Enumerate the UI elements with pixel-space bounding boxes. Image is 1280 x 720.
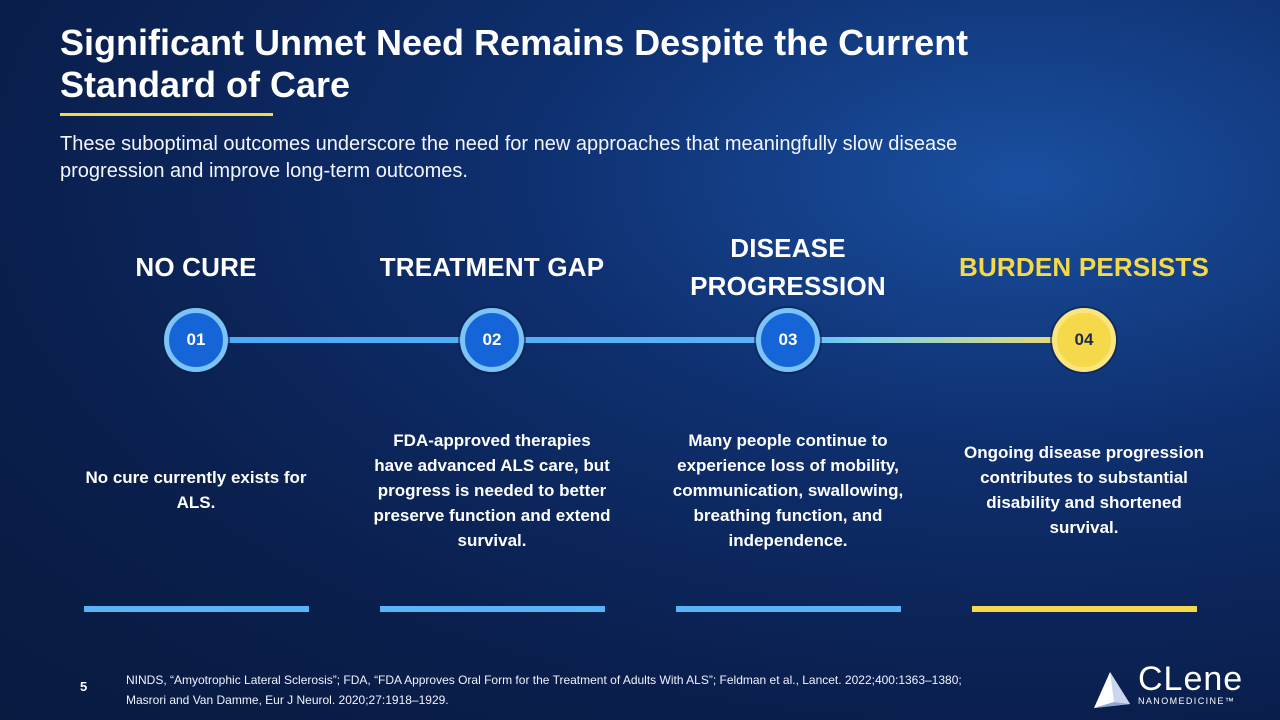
- step-description: No cure currently exists for ALS.: [85, 468, 307, 512]
- step-accent-bar-2: [380, 606, 605, 612]
- logo-tagline: NANOMEDICINE™: [1138, 696, 1236, 706]
- step-description: Many people continue to experience loss …: [672, 430, 904, 550]
- step-column-1: NO CURE: [66, 227, 326, 307]
- step-description: Ongoing disease progression contributes …: [964, 443, 1204, 537]
- step-node-02: 02: [460, 308, 524, 372]
- logo-wordmark: CLene: [1138, 660, 1244, 698]
- title-underline: [60, 113, 273, 116]
- step-node-03: 03: [756, 308, 820, 372]
- step-heading: BURDEN PERSISTS: [958, 252, 1210, 282]
- step-node-04: 04: [1052, 308, 1116, 372]
- slide-subtitle: These suboptimal outcomes underscore the…: [60, 133, 958, 182]
- step-column-2: TREATMENT GAP: [362, 227, 622, 307]
- step-heading: TREATMENT GAP: [379, 252, 605, 282]
- step-heading: NO CURE: [135, 252, 257, 282]
- clene-sail-logo-icon: [1094, 672, 1130, 708]
- step-node-01: 01: [164, 308, 228, 372]
- slide-title: Significant Unmet Need Remains Despite t…: [60, 22, 969, 105]
- step-description: FDA-approved therapies have advanced ALS…: [373, 430, 611, 550]
- timeline-connector: [196, 337, 1084, 343]
- step-column-3: DISEASE PROGRESSION: [658, 227, 918, 307]
- step-column-4: BURDEN PERSISTS: [954, 227, 1214, 307]
- references: NINDS, “Amyotrophic Lateral Sclerosis”; …: [126, 673, 962, 707]
- page-number: 5: [80, 679, 88, 694]
- step-heading: DISEASE PROGRESSION: [690, 233, 886, 301]
- company-logo: CLene NANOMEDICINE™: [1090, 660, 1260, 714]
- step-accent-bar-1: [84, 606, 309, 612]
- step-accent-bar-3: [676, 606, 901, 612]
- step-accent-bar-4: [972, 606, 1197, 612]
